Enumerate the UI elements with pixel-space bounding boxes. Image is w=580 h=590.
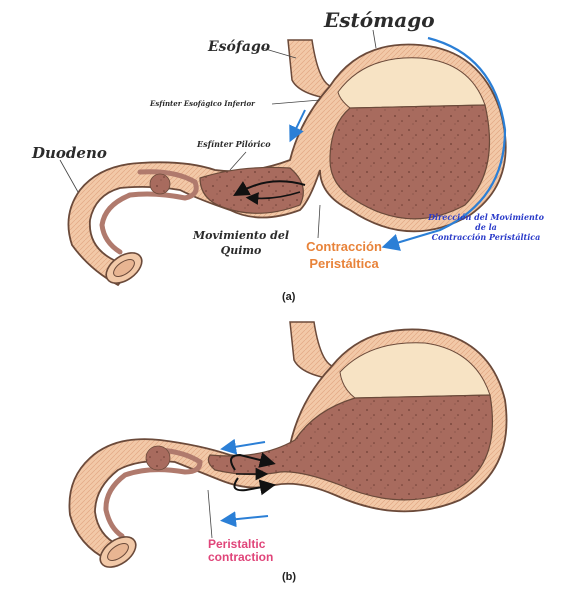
leader-duodeno — [60, 160, 78, 192]
chyme-bolus-b — [146, 446, 170, 470]
label-movimiento-quimo: Movimiento del Quimo — [182, 230, 300, 256]
leader-esfinter-esofagico — [272, 100, 320, 104]
chyme-bolus-a — [150, 174, 170, 194]
panel-b-label: (b) — [282, 572, 296, 583]
leader-estomago — [373, 30, 376, 48]
label-esfinter-pilorico: Esfínter Pilórico — [197, 140, 271, 148]
blue-arrow-lower-b — [228, 516, 268, 520]
label-direccion-line3: Contracción Peristáltica — [426, 232, 546, 242]
label-duodeno: Duodeno — [32, 146, 107, 161]
label-movimiento-line2: Quimo — [182, 245, 300, 256]
blue-arrow-upper-b — [228, 442, 265, 448]
panel-a-label: (a) — [282, 292, 295, 303]
label-contraccion-line2: Peristáltica — [290, 257, 398, 270]
label-estomago: Estómago — [324, 10, 435, 30]
label-peristaltic-line2: contraction — [208, 551, 273, 564]
label-peristaltic-contraction: Peristaltic contraction — [208, 538, 273, 564]
leader-contraccion — [318, 205, 320, 238]
label-direccion-line1: Dirección del Movimiento — [426, 212, 546, 222]
leader-esfinter-pilorico — [230, 152, 246, 170]
label-esfinter-esofagico: Esfínter Esofágico Inferior — [150, 100, 255, 107]
label-movimiento-line1: Movimiento del — [182, 230, 300, 241]
label-esofago: Esófago — [208, 40, 270, 54]
leader-peristaltic — [208, 490, 212, 538]
label-direccion-movimiento: Dirección del Movimiento de la Contracci… — [426, 212, 546, 242]
antrum-pocket-a — [200, 167, 303, 213]
label-direccion-line2: de la — [426, 222, 546, 232]
panel-b-illustration — [69, 322, 506, 573]
label-contraccion-line1: Contracción — [290, 240, 398, 253]
label-contraccion-peristaltica: Contracción Peristáltica — [290, 240, 398, 270]
